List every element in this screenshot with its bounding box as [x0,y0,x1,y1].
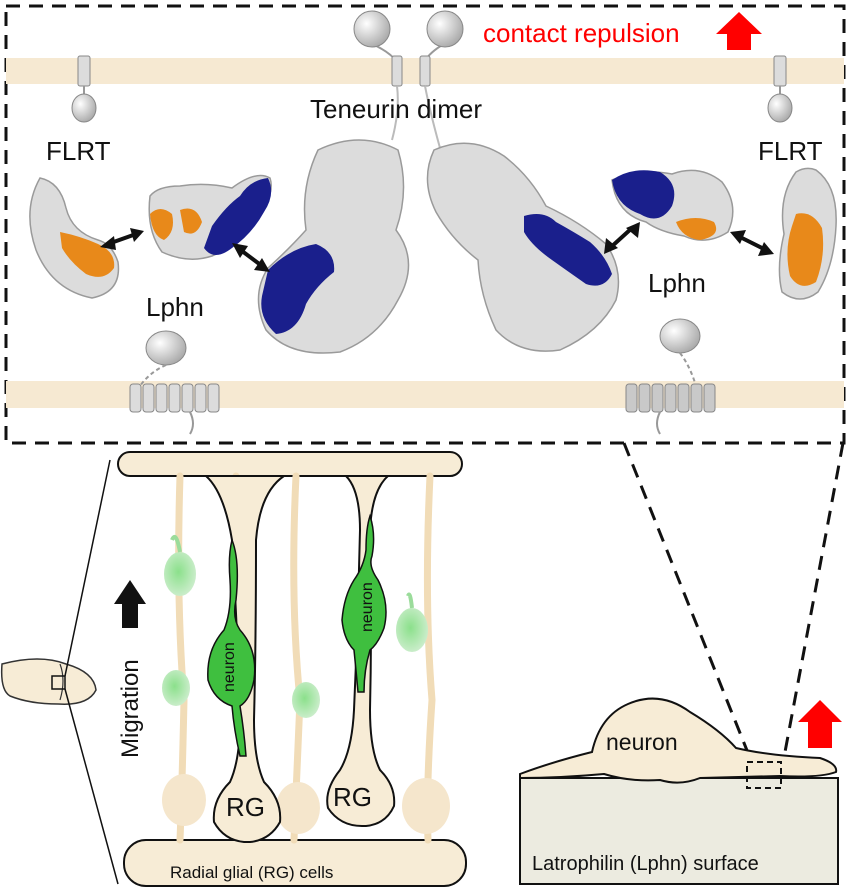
double-headed-arrows [100,222,774,272]
migrating-neuron-right [341,513,387,693]
teneurin-ball-left [353,10,391,48]
up-arrow-red-icon [716,12,762,50]
radial-glia-panel: Radial glial (RG) cells RG RG [114,451,467,887]
zoom-line-right [780,442,845,769]
double-headed-arrow-icon [604,222,640,254]
double-headed-arrow-icon [100,228,144,250]
pial-surface [117,451,463,477]
teneurin-tm-left [391,55,403,87]
lphn-protein-left [148,174,272,260]
lphn-7tm-right [625,383,716,413]
teneurin-tm-right [419,55,431,87]
faded-neurons [162,535,428,718]
radial-glial-label: Radial glial (RG) cells [170,863,333,882]
flrt-protein-right [778,167,837,300]
double-headed-arrow-icon [730,230,774,256]
teneurin-ball-right [426,10,464,48]
brain-inset [0,459,119,885]
brain-region-box [51,675,66,690]
flrt-protein-left [29,177,120,299]
migration-label: Migration [117,659,144,758]
contact-repulsion-label: contact repulsion [483,18,680,48]
lphn-label-right: Lphn [648,268,706,298]
migrating-neuron-left [207,537,256,757]
flrt-label-left: FLRT [46,136,111,166]
flrt-label-right: FLRT [758,136,823,166]
lphn-label-left: Lphn [146,292,204,322]
flrt-anchor-left [71,55,97,123]
up-arrow-black-icon [114,580,146,628]
teneurin-dimer-label: Teneurin dimer [310,94,482,124]
neuron-on-surface [519,697,838,784]
zoom-panel: contact repulsion Teneurin dimer FLRT FL… [4,4,846,445]
lphn-anchor-left [129,330,220,435]
brain-outline [0,658,97,705]
neuron-surface-label: neuron [606,729,678,755]
teneurin-protein-left [257,139,410,354]
lphn-protein-right [611,169,734,241]
faded-rg-bodies [162,774,450,834]
up-arrow-red-icon [798,700,842,748]
inset-line-top [64,459,111,677]
lphn-7tm-left [129,383,220,413]
rg-label-left: RG [226,792,265,822]
teneurin-anchors [353,10,464,149]
lphn-surface [519,777,839,885]
zoom-line-left [622,442,756,769]
inset-line-bottom [64,688,119,885]
rg-label-right: RG [333,782,372,812]
teneurin-protein-right [426,142,620,352]
lphn-anchor-right [625,318,716,435]
lphn-surface-label: Latrophilin (Lphn) surface [532,853,759,875]
flrt-anchor-right [767,55,793,123]
zoom-box-border [4,4,846,445]
double-headed-arrow-icon [232,243,270,272]
surface-assay: Latrophilin (Lphn) surface neuron [519,697,842,885]
neuron-label-left: neuron [221,642,238,692]
neuron-label-right: neuron [359,582,376,632]
